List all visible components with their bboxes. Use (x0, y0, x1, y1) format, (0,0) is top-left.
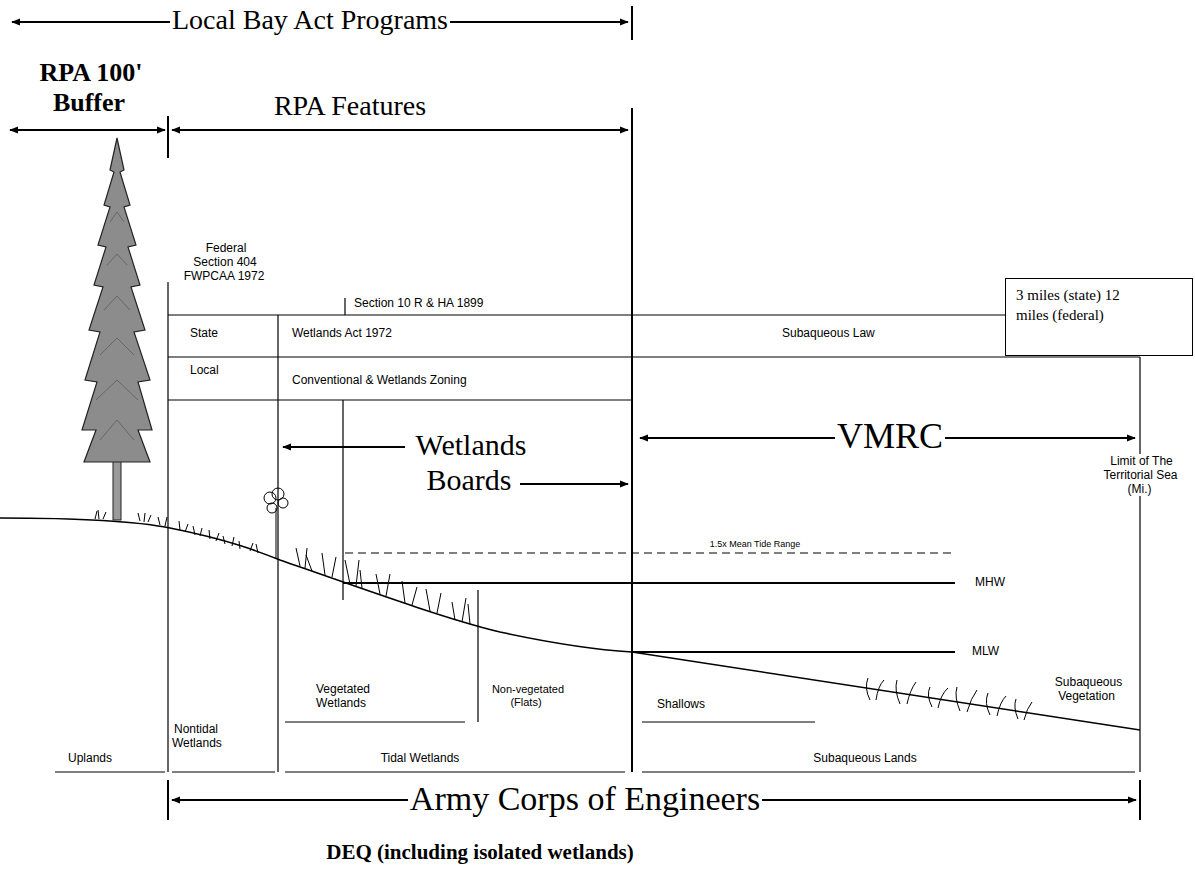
law-label-text: Federal Section 404 FWPCAA 1972 (184, 241, 267, 283)
zone-label: Vegetated Wetlands (292, 683, 392, 711)
zone-label-text: Nontidal Wetlands (172, 722, 224, 750)
limit-text: 3 miles (state) 12 miles (federal) (1016, 286, 1134, 325)
zone-label: Subaqueous Lands (780, 752, 950, 766)
zone-label: Uplands (50, 752, 130, 766)
program-heading-text: Local Bay Act Programs (170, 4, 450, 35)
program-heading: Local Bay Act Programs (110, 4, 510, 36)
zone-label-text: Uplands (66, 751, 114, 765)
agency-heading: Wetlands Boards (395, 428, 545, 497)
law-label-text: Section 10 R & HA 1899 (352, 296, 485, 310)
law-label: Federal Section 404 FWPCAA 1972 (183, 242, 267, 283)
law-label: Wetlands Act 1972 (290, 327, 490, 341)
tide-label-text: MHW (973, 575, 1007, 589)
agency-heading: VMRC (820, 416, 960, 457)
tide-label: MLW (970, 645, 1030, 659)
agency-heading-text: Wetlands Boards (414, 428, 527, 496)
zone-heading: RPA Features (200, 90, 500, 122)
zone-heading-text: RPA 100' Buffer (38, 58, 143, 117)
zone-label: Shallows (655, 698, 755, 712)
zone-heading-text: RPA Features (272, 90, 428, 121)
zone-label-text: Non-vegetated (Flats) (490, 683, 564, 708)
zone-label: Nontidal Wetlands (172, 723, 232, 751)
zone-label: Non-vegetated (Flats) (482, 683, 572, 708)
agency-note: DEQ (including isolated wetlands) (230, 840, 730, 864)
boundary-label-text: Limit of The Territorial Sea (Mi.) (1103, 454, 1177, 496)
level-label: State (188, 327, 258, 341)
tide-label: MHW (973, 576, 1033, 590)
tide-label-text: 1.5x Mean Tide Range (708, 539, 803, 549)
law-label-text: Subaqueous Law (780, 326, 877, 340)
zone-label-text: Vegetated Wetlands (314, 682, 370, 710)
law-label-text: Wetlands Act 1972 (290, 326, 394, 340)
tide-label: 1.5x Mean Tide Range (680, 539, 830, 549)
zone-label-text: Shallows (655, 697, 707, 711)
zone-label-text: Tidal Wetlands (379, 751, 462, 765)
zone-label-text: Subaqueous Vegetation (1053, 675, 1122, 703)
tide-label-text: MLW (970, 644, 1001, 658)
agency-heading: Army Corps of Engineers (360, 779, 810, 818)
level-label-text: State (188, 326, 220, 340)
zone-heading: RPA 100' Buffer (20, 58, 160, 118)
zone-label: Tidal Wetlands (330, 752, 510, 766)
law-label-text: Conventional & Wetlands Zoning (290, 373, 469, 387)
boundary-label: Limit of The Territorial Sea (Mi.) (1093, 455, 1188, 496)
limit-box: 3 miles (state) 12 miles (federal) (1005, 278, 1193, 356)
zone-label-text: Subaqueous Lands (811, 751, 918, 765)
law-label: Section 10 R & HA 1899 (352, 297, 552, 311)
agency-heading-text: VMRC (835, 416, 945, 456)
level-label: Local (188, 364, 258, 378)
agency-heading-text: Army Corps of Engineers (408, 780, 762, 817)
level-label-text: Local (188, 363, 221, 377)
law-label: Subaqueous Law (780, 327, 980, 341)
law-label: Conventional & Wetlands Zoning (290, 374, 590, 388)
zone-label: Subaqueous Vegetation (1040, 676, 1135, 704)
agency-note-text: DEQ (including isolated wetlands) (324, 840, 635, 864)
